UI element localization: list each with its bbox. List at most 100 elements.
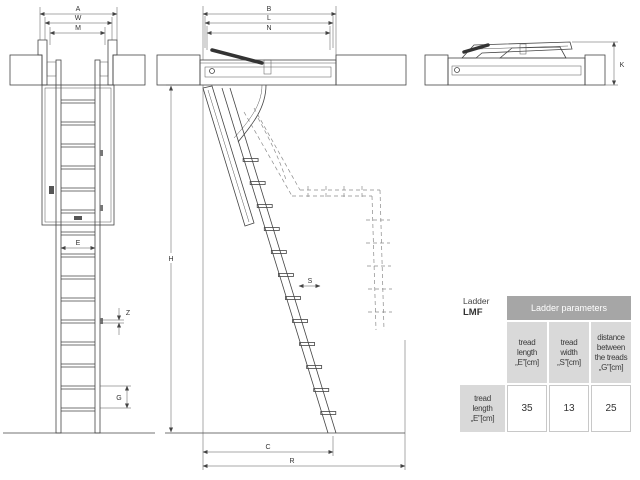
ghost-rail xyxy=(253,107,301,191)
value-tread-length: 35 xyxy=(507,385,547,432)
ceiling-left-front xyxy=(9,54,43,86)
rail-back-side xyxy=(229,87,337,434)
parameters-header: Ladder parameters xyxy=(507,296,631,320)
hinge-folded xyxy=(454,67,460,73)
ghost-arm xyxy=(257,117,287,181)
rail-fitting xyxy=(100,150,103,156)
lid-latch xyxy=(74,216,82,220)
row-header-line: tread xyxy=(474,393,491,403)
spring-folded xyxy=(462,43,490,54)
hinge-side xyxy=(209,68,215,74)
value-tread-distance: 25 xyxy=(591,385,631,432)
rail-left xyxy=(55,59,62,434)
folded-section-upper xyxy=(461,41,573,59)
column-header-tread-width: tread width „S”[cm] xyxy=(549,322,589,383)
dim-label-l: L xyxy=(267,15,271,22)
column-header-unit: „G”[cm] xyxy=(598,362,624,372)
ladder-parameters-table: Ladder LMF Ladder parameters tread lengt… xyxy=(460,296,631,432)
tread xyxy=(256,204,273,208)
ghost-tread xyxy=(366,219,392,313)
dim-label-m: M xyxy=(75,25,81,32)
frame-folded xyxy=(447,57,586,86)
tread xyxy=(299,342,315,346)
rail-fitting xyxy=(100,205,103,211)
blank-cell xyxy=(460,322,505,383)
column-header-tread-length: tread length „E”[cm] xyxy=(507,322,547,383)
side-dimensions xyxy=(166,6,406,470)
column-header-line: tread xyxy=(518,337,536,347)
tread xyxy=(270,250,287,254)
ghost-tread xyxy=(307,186,363,200)
ladder-title-cell: Ladder LMF xyxy=(460,296,505,320)
hatch-lid-inner xyxy=(207,89,250,223)
folded-view xyxy=(424,41,606,86)
hatch-box xyxy=(41,84,115,226)
rail-right xyxy=(94,59,101,434)
hatch-box-inner xyxy=(44,87,112,223)
folded-bracket xyxy=(519,43,527,55)
folded-dimensions xyxy=(572,41,618,86)
tread xyxy=(249,181,266,185)
row-header-line: length xyxy=(472,403,493,413)
frame-right-front xyxy=(107,39,118,86)
lid-panel-side xyxy=(204,66,332,78)
dim-label-z: Z xyxy=(126,310,131,317)
spring-bracket xyxy=(263,59,272,75)
front-treads xyxy=(61,99,95,412)
ceiling-right-side xyxy=(335,54,407,86)
dim-label-e: E xyxy=(76,240,81,247)
dim-label-h: H xyxy=(168,256,173,263)
lid-panel-folded xyxy=(451,65,582,76)
dim-label-a: A xyxy=(76,6,81,13)
hatch-lid-side xyxy=(202,85,255,227)
dim-label-c: C xyxy=(265,444,270,451)
ghost-rail xyxy=(243,111,293,197)
value-tread-width: 13 xyxy=(549,385,589,432)
top-bracket-right xyxy=(99,61,109,77)
column-header-line: between xyxy=(596,342,626,352)
support-arm xyxy=(237,84,267,143)
column-header-line: tread xyxy=(560,337,578,347)
dim-label-g: G xyxy=(116,395,121,402)
column-header-tread-distance: distance between the treads „G”[cm] xyxy=(591,322,631,383)
top-bracket-left xyxy=(46,61,57,77)
column-header-line: length xyxy=(517,347,537,357)
dim-label-b: B xyxy=(267,6,272,13)
folded-rail xyxy=(477,45,569,50)
side-view xyxy=(156,48,407,434)
column-header-unit: „S”[cm] xyxy=(557,357,581,367)
tread xyxy=(306,365,323,369)
rail-fitting xyxy=(100,318,103,324)
dim-label-k: K xyxy=(620,62,625,69)
lid-handle xyxy=(49,186,54,194)
front-dimensions xyxy=(39,7,131,409)
dim-label-n: N xyxy=(266,25,271,32)
front-view xyxy=(3,39,155,434)
frame-side xyxy=(199,59,337,86)
folded-section-lower xyxy=(498,46,567,59)
support-arm-inner xyxy=(233,84,263,139)
ladder-caption: Ladder xyxy=(463,296,490,306)
unfolding-ladder-outline xyxy=(243,107,392,331)
ceiling-right-front xyxy=(112,54,146,86)
tread xyxy=(278,273,294,277)
tread xyxy=(313,388,330,392)
tread xyxy=(292,319,308,323)
dim-label-s: S xyxy=(308,278,313,285)
frame-left-front xyxy=(37,39,48,86)
ceiling-left-side xyxy=(156,54,201,86)
ceiling-left-folded xyxy=(424,54,449,86)
dim-label-h-bg xyxy=(166,253,176,263)
spring-side xyxy=(210,48,264,65)
ladder-model: LMF xyxy=(463,307,483,318)
tread xyxy=(285,296,301,300)
row-header-tread-length: tread length „E”[cm] xyxy=(460,385,505,432)
column-header-line: distance xyxy=(597,332,625,342)
column-header-unit: „E”[cm] xyxy=(515,357,539,367)
column-header-line: the treads xyxy=(594,352,628,362)
ceiling-right-folded xyxy=(584,54,606,86)
dim-label-w: W xyxy=(75,15,82,22)
ghost-rail xyxy=(371,195,377,331)
rail-front-side xyxy=(221,87,329,434)
